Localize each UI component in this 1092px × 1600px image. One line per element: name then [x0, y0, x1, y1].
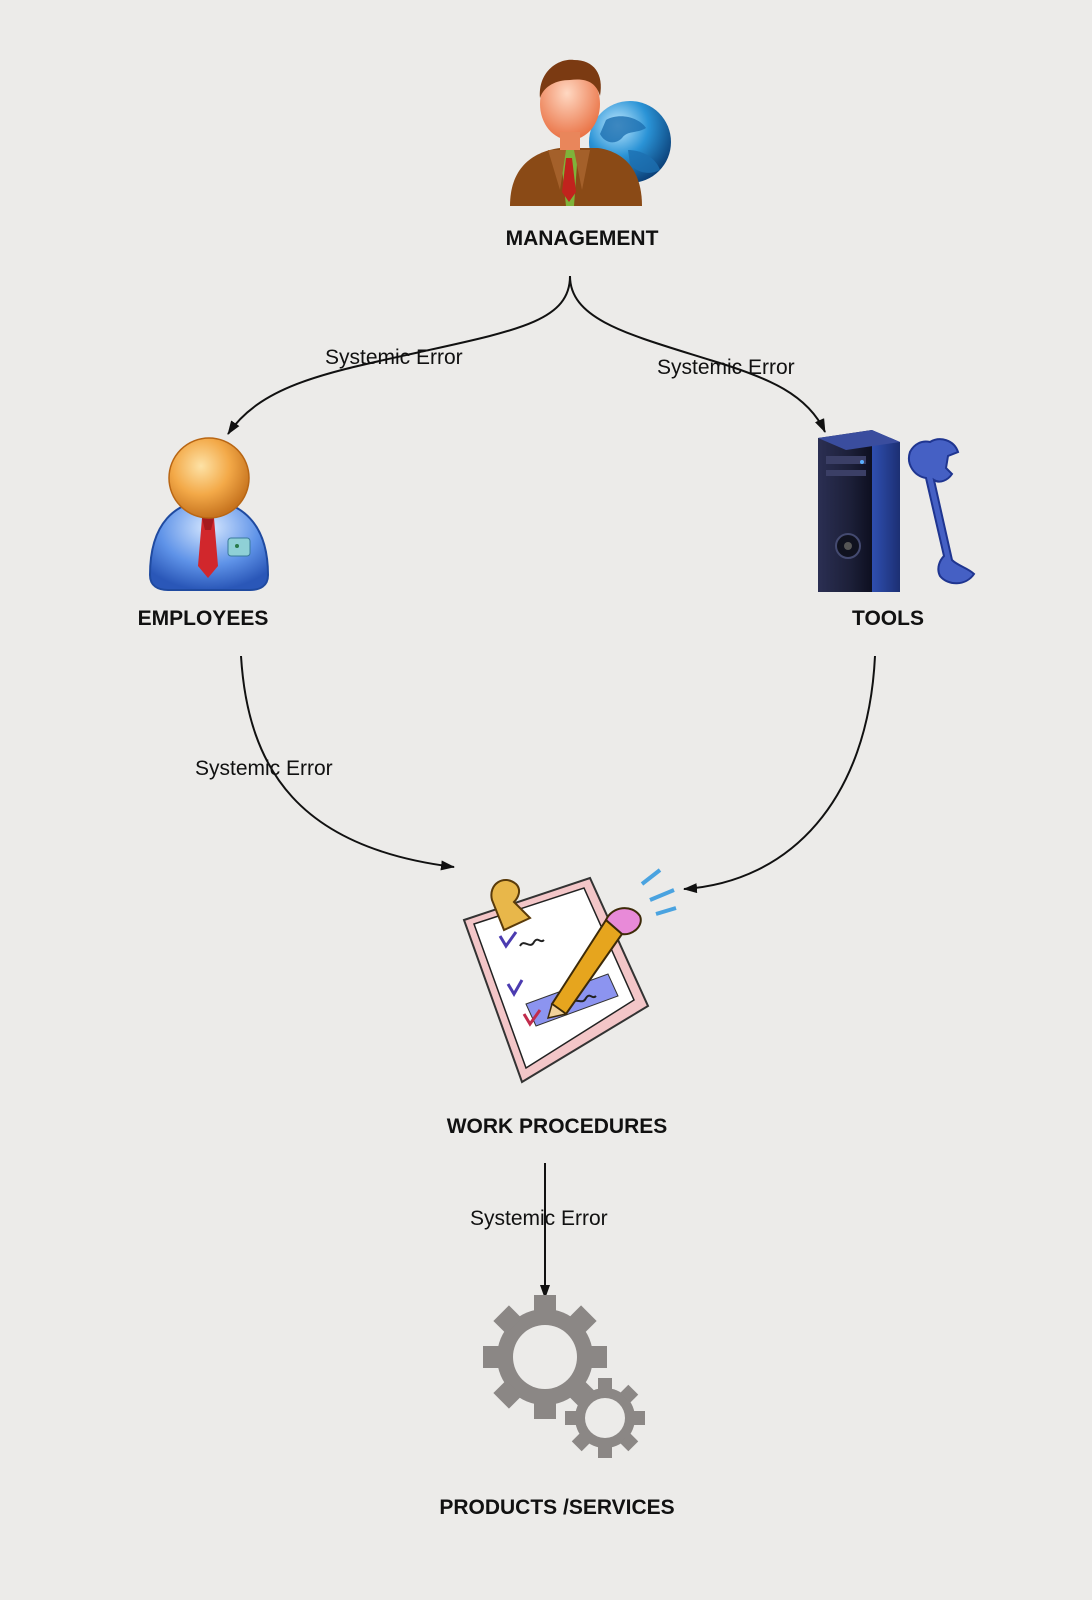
edge-tools-work-procedures [683, 655, 876, 894]
clipboard-pencil-icon [462, 868, 677, 1084]
edge-label-management-employees: Systemic Error [325, 346, 463, 369]
computer-wrench-icon [818, 430, 976, 592]
manager-globe-icon [510, 59, 671, 206]
node-label-management: MANAGEMENT [506, 227, 659, 250]
gears-icon [483, 1295, 645, 1458]
edge-management-tools [569, 275, 826, 433]
edge-management-employees [227, 275, 571, 435]
employee-icon [148, 437, 270, 591]
node-label-work-procedures: WORK PROCEDURES [447, 1115, 668, 1138]
edge-employees-work-procedures [240, 655, 455, 871]
edge-label-employees-work-procedures: Systemic Error [195, 757, 333, 780]
edge-label-work-procedures-products: Systemic Error [470, 1207, 608, 1230]
node-label-products-services: PRODUCTS /SERVICES [439, 1496, 674, 1519]
node-label-employees: EMPLOYEES [138, 607, 269, 630]
edge-label-management-tools: Systemic Error [657, 356, 795, 379]
node-label-tools: TOOLS [852, 607, 924, 630]
